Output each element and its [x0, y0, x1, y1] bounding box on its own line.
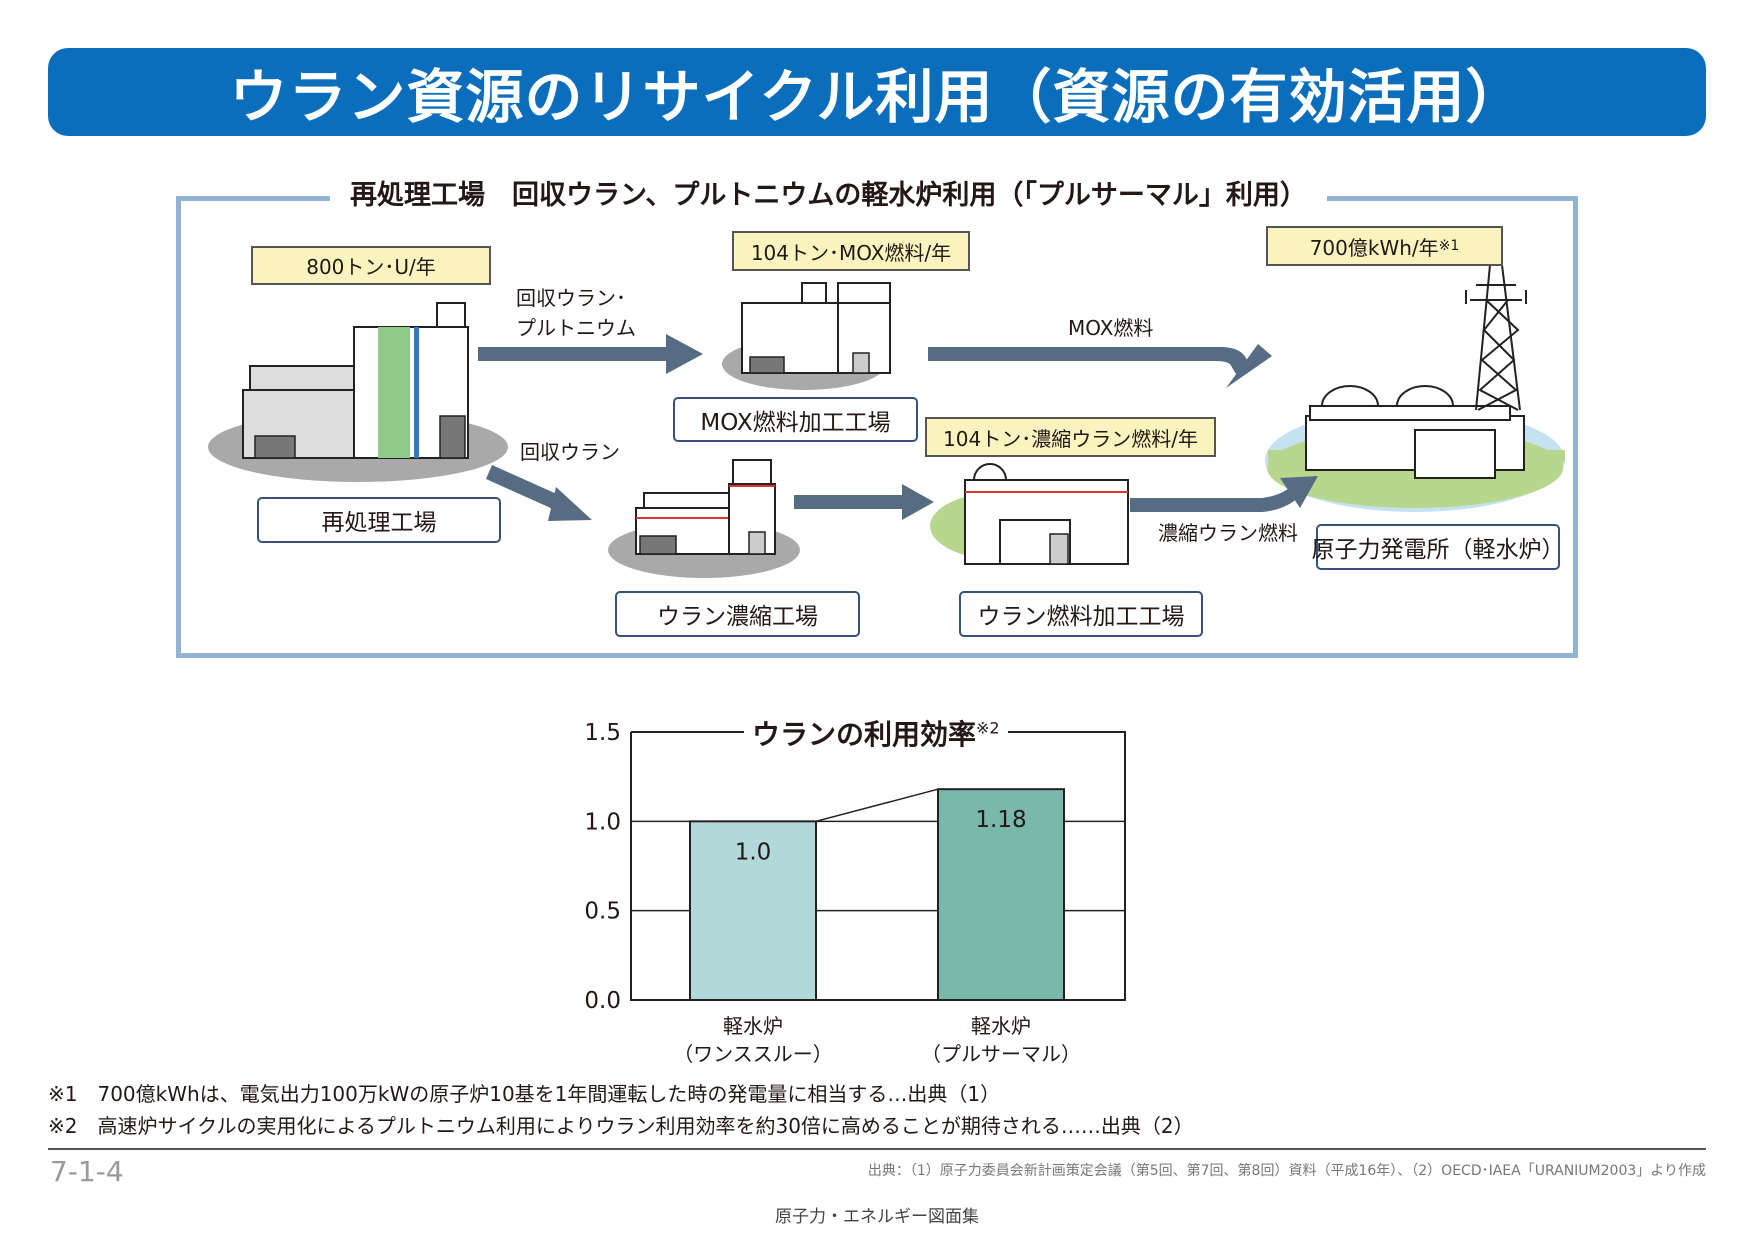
- bar-connector-line: [815, 788, 939, 823]
- title-banner: ウラン資源のリサイクル利用（資源の有効活用）: [48, 48, 1706, 136]
- chart-title-text: ウランの利用効率: [752, 718, 977, 751]
- flow-label-recovered-u-pu-line2: プルトニウム: [516, 316, 636, 340]
- x-category-label: 軽水炉 （プルサーマル）: [891, 1012, 1111, 1068]
- fuel-fabrication-plant-illustration: [930, 463, 1129, 565]
- facility-power-plant: 原子力発電所（軽水炉）: [1312, 524, 1565, 570]
- y-tick-label: 1.0: [584, 809, 621, 835]
- cycle-diagram: [208, 264, 1565, 578]
- chart-bar: [689, 820, 817, 1002]
- y-tick-label: 0.5: [584, 899, 621, 925]
- facility-reprocessing: 再処理工場: [257, 497, 501, 543]
- facility-enrichment: ウラン濃縮工場: [615, 591, 860, 637]
- capacity-mox: 104トン･MOX燃料/年: [732, 231, 970, 271]
- x-category-label-line: 軽水炉: [971, 1014, 1031, 1038]
- footer-divider: [48, 1148, 1706, 1150]
- arrow-mox-to-power-plant: [928, 344, 1272, 388]
- flow-label-recovered-u: 回収ウラン: [520, 440, 620, 464]
- arrow-enrichment-to-fabrication: [794, 484, 934, 520]
- facility-fuel-fabrication: ウラン燃料加工工場: [959, 591, 1203, 637]
- bar-value-label: 1.0: [735, 839, 772, 865]
- page-title: ウラン資源のリサイクル利用（資源の有効活用）: [229, 63, 1525, 131]
- y-tick-label: 0.0: [584, 988, 621, 1014]
- footnote-mark-1: ※1: [1438, 238, 1460, 254]
- capacity-power: 700億kWh/年※1: [1266, 226, 1503, 266]
- flow-arrows: [478, 334, 1318, 521]
- arrow-reprocessing-to-mox: [478, 334, 703, 374]
- book-title: 原子力・エネルギー図面集: [775, 1207, 979, 1227]
- facility-mox-plant: MOX燃料加工工場: [673, 397, 918, 442]
- x-category-label: 軽水炉 （ワンススルー）: [643, 1012, 863, 1068]
- chart-title: ウランの利用効率※2: [744, 713, 1008, 753]
- x-category-label-line: （ワンススルー）: [673, 1042, 833, 1066]
- diagram-heading: 再処理工場 回収ウラン、プルトニウムの軽水炉利用（「プルサーマル」利用）: [330, 173, 1327, 212]
- bar-value-label: 1.18: [975, 807, 1026, 833]
- capacity-power-text: 700億kWh/年: [1309, 235, 1439, 260]
- flow-label-recovered-u-pu-line1: 回収ウラン･: [516, 286, 626, 310]
- capacity-enriched: 104トン･濃縮ウラン燃料/年: [925, 417, 1216, 457]
- chart-bar: [937, 788, 1065, 1001]
- footnote-2: ※2 高速炉サイクルの実用化によるプルトニウム利用によりウラン利用効率を約30倍…: [48, 1114, 1194, 1138]
- arrow-fabrication-to-power-plant: [1130, 476, 1318, 512]
- flow-label-enriched-fuel: 濃縮ウラン燃料: [1158, 521, 1298, 545]
- x-category-label-line: 軽水炉: [723, 1014, 783, 1038]
- y-tick-label: 1.5: [584, 720, 621, 746]
- flow-label-mox-fuel: MOX燃料: [1068, 316, 1154, 340]
- x-category-label-line: （プルサーマル）: [921, 1042, 1081, 1066]
- uranium-efficiency-chart: 1.0 1.18 0.0 0.5 1.0 1.5: [584, 720, 1126, 1014]
- flow-label-recovered-u-pu: 回収ウラン･ プルトニウム: [516, 283, 636, 343]
- footnote-1: ※1 700億kWhは、電気出力100万kWの原子炉10基を1年間運転した時の発…: [48, 1082, 1001, 1106]
- source-citation: 出典：（1）原子力委員会新計画策定会議（第5回、第7回、第8回）資料（平成16年…: [867, 1163, 1706, 1179]
- footnote-mark-2: ※2: [976, 718, 1000, 738]
- arrow-reprocessing-to-enrichment: [486, 465, 592, 521]
- capacity-reprocessing: 800トン･U/年: [251, 246, 491, 285]
- reprocessing-plant-illustration: [208, 302, 508, 482]
- page-number: 7-1-4: [50, 1155, 124, 1188]
- enrichment-plant-illustration: [608, 459, 800, 578]
- nuclear-power-plant-illustration: [1265, 264, 1565, 512]
- mox-plant-illustration: [722, 282, 891, 390]
